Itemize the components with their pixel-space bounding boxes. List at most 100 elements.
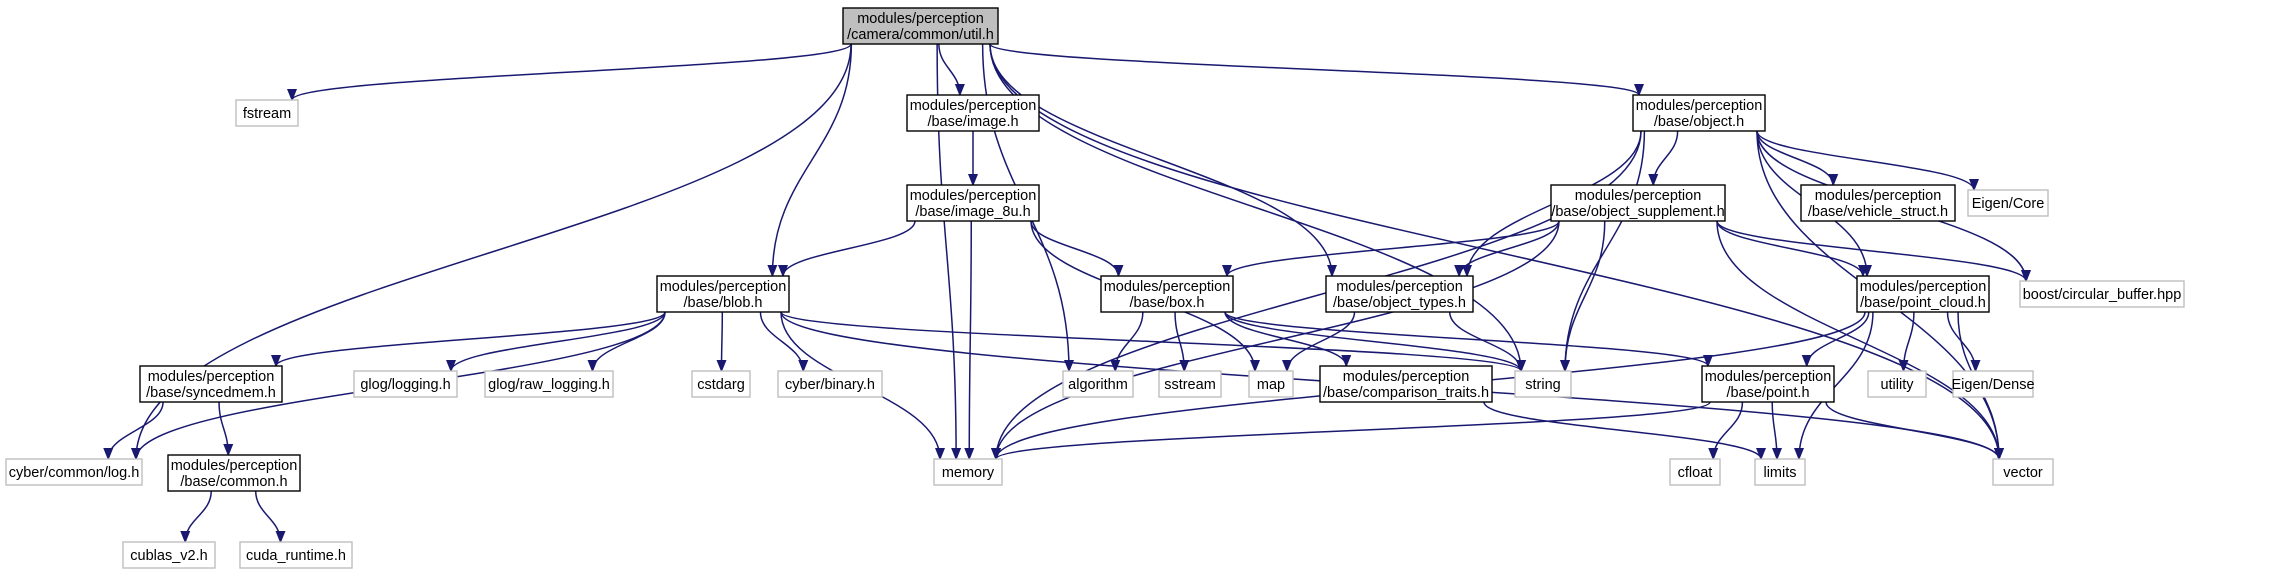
edge-util-to-object — [989, 43, 1639, 96]
edge-image8u-to-box — [1030, 220, 1119, 277]
node-label-line: cyber/binary.h — [785, 377, 875, 393]
node-cyberlog: cyber/common/log.h — [5, 458, 143, 486]
node-box — [691, 370, 751, 398]
node-box — [239, 541, 353, 569]
edge-util-to-objtypes — [989, 43, 1332, 276]
node-box — [122, 541, 216, 569]
node-util[interactable]: modules/perception/camera/common/util.h — [842, 7, 999, 45]
edge-common-to-cudart — [254, 490, 281, 543]
node-box — [167, 454, 301, 492]
node-label-line: limits — [1763, 465, 1796, 481]
node-label-line: Eigen/Dense — [1951, 377, 2034, 393]
edge-comptraits-to-limits — [1483, 401, 1761, 460]
node-fstream: fstream — [235, 99, 299, 127]
node-box — [1325, 275, 1474, 313]
node-box — [1867, 370, 1927, 398]
node-cublas: cublas_v2.h — [122, 541, 216, 569]
node-label-line: glog/logging.h — [360, 377, 450, 393]
node-limits: limits — [1754, 458, 1806, 486]
edge-objsupp-to-box — [1227, 220, 1560, 277]
edge-objsupp-to-string — [1565, 220, 1606, 371]
node-eigendense: Eigen/Dense — [1951, 370, 2035, 398]
node-blob[interactable]: modules/perception/base/blob.h — [656, 275, 790, 313]
node-box[interactable]: modules/perception/base/box.h — [1100, 275, 1234, 313]
edge-objsupp-to-memory — [996, 220, 1560, 459]
node-point[interactable]: modules/perception/base/point.h — [1701, 365, 1835, 403]
node-objtypes[interactable]: modules/perception/base/object_types.h — [1325, 275, 1474, 313]
edge-object-to-memory — [996, 130, 1642, 459]
edge-syncedmem-to-common — [218, 401, 228, 455]
node-label-line: modules/perception — [910, 188, 1037, 204]
node-label-line: modules/perception — [1336, 279, 1463, 295]
node-label-line: modules/perception — [660, 279, 787, 295]
node-label-line: modules/perception — [1705, 369, 1832, 385]
node-label-line: modules/perception — [1636, 98, 1763, 114]
edge-box-to-comptraits — [1224, 311, 1346, 367]
edge-point-to-memory — [996, 401, 1711, 460]
node-common[interactable]: modules/perception/base/common.h — [167, 454, 301, 492]
node-image[interactable]: modules/perception/base/image.h — [906, 94, 1040, 132]
node-cstdarg: cstdarg — [691, 370, 751, 398]
node-label-line: map — [1257, 377, 1285, 393]
node-label-line: /base/point_cloud.h — [1860, 295, 1986, 311]
node-label-line: fstream — [243, 106, 291, 122]
node-syncedmem[interactable]: modules/perception/base/syncedmem.h — [139, 365, 283, 403]
node-label-line: /base/point.h — [1726, 385, 1809, 401]
edge-box-to-string — [1224, 311, 1521, 372]
node-memory: memory — [933, 458, 1003, 486]
node-label-line: modules/perception — [910, 98, 1037, 114]
edge-object-to-vehicle — [1756, 130, 1833, 186]
edge-blob-to-syncedmem — [276, 311, 666, 367]
node-box — [933, 458, 1003, 486]
node-label-line: /base/common.h — [180, 474, 287, 490]
edge-point-to-cfloat — [1713, 401, 1744, 460]
edge-blob-to-glog — [451, 311, 666, 372]
node-label-line: modules/perception — [1104, 279, 1231, 295]
edge-pcloud-to-point — [1807, 311, 1870, 367]
edge-common-to-cublas — [185, 490, 212, 543]
edge-objsupp-to-vector — [1716, 220, 1999, 459]
node-box — [1248, 370, 1294, 398]
edge-blob-to-cstdarg — [722, 311, 723, 371]
node-vehicle[interactable]: modules/perception/base/vehicle_struct.h — [1800, 184, 1956, 222]
node-map: map — [1248, 370, 1294, 398]
node-glog: glog/logging.h — [353, 370, 458, 398]
node-objsupp[interactable]: modules/perception/base/object_supplemen… — [1550, 184, 1726, 222]
node-vector: vector — [1992, 458, 2054, 486]
edge-object-to-string — [1565, 130, 1646, 371]
node-label-line: cyber/common/log.h — [9, 465, 140, 481]
edge-box-to-point — [1224, 311, 1708, 367]
node-pcloud[interactable]: modules/perception/base/point_cloud.h — [1856, 275, 1990, 313]
node-label-line: modules/perception — [857, 11, 984, 27]
node-label-line: /base/image.h — [927, 114, 1018, 130]
nodes-layer: modules/perception/camera/common/util.h f… — [5, 7, 2185, 569]
edge-object-to-objsupp — [1653, 130, 1679, 186]
node-label-line: algorithm — [1068, 377, 1128, 393]
node-comptraits[interactable]: modules/perception/base/comparison_trait… — [1319, 365, 1493, 403]
edge-util-to-vector — [989, 43, 1999, 459]
node-boostcb: boost/circular_buffer.hpp — [2019, 280, 2185, 308]
node-algorithm: algorithm — [1062, 370, 1134, 398]
node-cfloat: cfloat — [1669, 458, 1721, 486]
node-label-line: sstream — [1164, 377, 1216, 393]
node-box — [656, 275, 790, 313]
node-image8u[interactable]: modules/perception/base/image_8u.h — [906, 184, 1040, 222]
node-cudart: cuda_runtime.h — [239, 541, 353, 569]
edge-blob-to-glograw — [593, 311, 666, 372]
edge-util-to-blob — [772, 43, 853, 276]
node-label-line: /base/object_supplement.h — [1551, 204, 1724, 220]
node-label-line: modules/perception — [1815, 188, 1942, 204]
node-label-line: cfloat — [1678, 465, 1713, 481]
node-box — [1319, 365, 1493, 403]
node-object[interactable]: modules/perception/base/object.h — [1632, 94, 1766, 132]
node-label-line: memory — [942, 465, 995, 481]
edge-syncedmem-to-cyberlog — [108, 401, 164, 460]
node-box — [1856, 275, 1990, 313]
node-box — [1062, 370, 1134, 398]
edge-image8u-to-blob — [783, 220, 916, 277]
edge-box-to-sstream — [1174, 311, 1184, 371]
edge-blob-to-string — [780, 311, 1521, 372]
node-box — [1967, 189, 2049, 217]
node-box — [1952, 370, 2034, 398]
node-label-line: modules/perception — [1575, 188, 1702, 204]
